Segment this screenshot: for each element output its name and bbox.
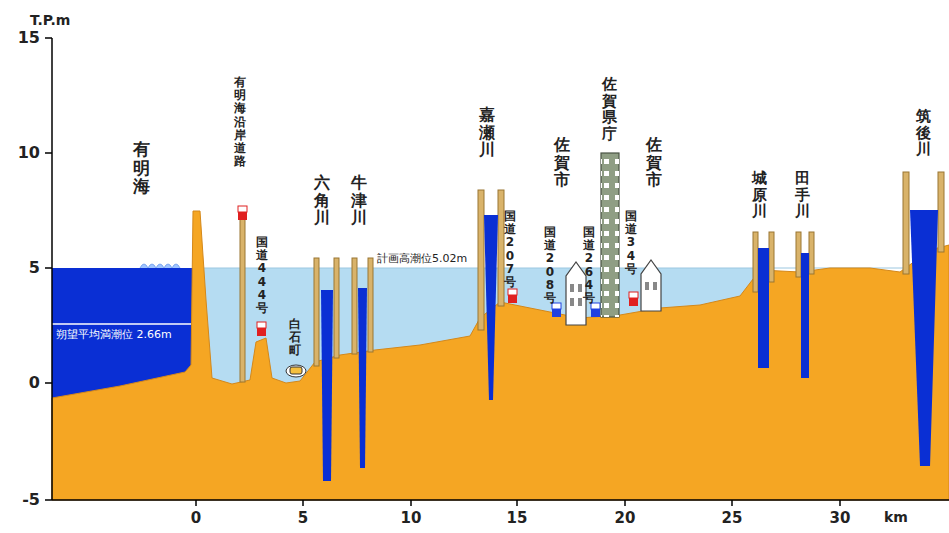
axis-tick-label: 0 (191, 509, 201, 527)
mean-high-tide-line (52, 323, 194, 325)
house-icon (641, 260, 661, 311)
river-levee (368, 258, 373, 352)
road-name: 国道207号 (504, 210, 516, 289)
town-name: 白石町 (289, 318, 301, 358)
river-channel (801, 253, 809, 378)
tide-note: 朔望平均満潮位 2.66m (56, 328, 174, 342)
city-name: 佐賀市 (554, 136, 570, 189)
road-name: 有明海沿岸道路 (234, 76, 246, 168)
river-levee (938, 172, 944, 252)
river-name: 城原川 (752, 170, 767, 220)
axis-tick-label: 5 (298, 509, 308, 527)
road-marker (238, 212, 247, 220)
road-marker (257, 328, 266, 336)
car-icon (286, 365, 306, 377)
axis-tick-label: 0 (29, 373, 40, 392)
river-channel (758, 248, 769, 368)
river-channel (484, 215, 498, 400)
river-name: 嘉瀬川 (479, 106, 495, 159)
axis-tick-label: 15 (18, 28, 40, 47)
waves (140, 264, 180, 268)
river-levee (498, 190, 504, 306)
river-name: 牛津川 (351, 174, 367, 227)
coastal-road-pillar (240, 216, 245, 382)
road-marker (552, 309, 561, 317)
road-name: 国道264号 (583, 226, 595, 305)
river-channel (910, 210, 938, 466)
river-levee (352, 258, 357, 354)
level-note: 計画高潮位5.02m (377, 251, 467, 266)
river-channel (358, 288, 367, 468)
river-levee (478, 190, 484, 330)
axis-tick-label: 25 (722, 509, 743, 527)
axis-tick-label: -5 (22, 490, 40, 509)
river-channel (321, 290, 333, 481)
axis-tick-label: 10 (401, 509, 422, 527)
axis-tick-label: 10 (18, 143, 40, 162)
axis-unit: km (884, 509, 908, 525)
river-levee (903, 172, 909, 274)
river-levee (753, 232, 758, 292)
road-name: 国道208号 (544, 226, 556, 305)
river-levee (314, 258, 319, 366)
river-name: 筑後川 (916, 108, 931, 158)
road-marker (629, 298, 638, 306)
river-name: 六角川 (314, 174, 330, 227)
road-name: 国道444号 (256, 236, 268, 315)
river-levee (809, 232, 814, 274)
axis-tick-label: 15 (507, 509, 528, 527)
river-levee (769, 232, 774, 282)
axis-tick-label: 5 (29, 258, 40, 277)
building-name: 佐賀県庁 (602, 76, 617, 142)
river-name: 田手川 (795, 170, 810, 220)
river-levee (334, 258, 339, 358)
axis-tick-label: 20 (615, 509, 636, 527)
sea-name: 有明海 (133, 140, 150, 196)
axes (45, 38, 949, 506)
road-marker (591, 309, 600, 317)
road-name: 国道34号 (625, 210, 637, 276)
river-levee (796, 232, 801, 277)
axis-tick-label: 30 (830, 509, 851, 527)
axis-unit: T.P.m (30, 12, 70, 28)
city-name: 佐賀市 (646, 136, 662, 189)
office-tower (601, 153, 619, 317)
road-marker (508, 295, 517, 303)
